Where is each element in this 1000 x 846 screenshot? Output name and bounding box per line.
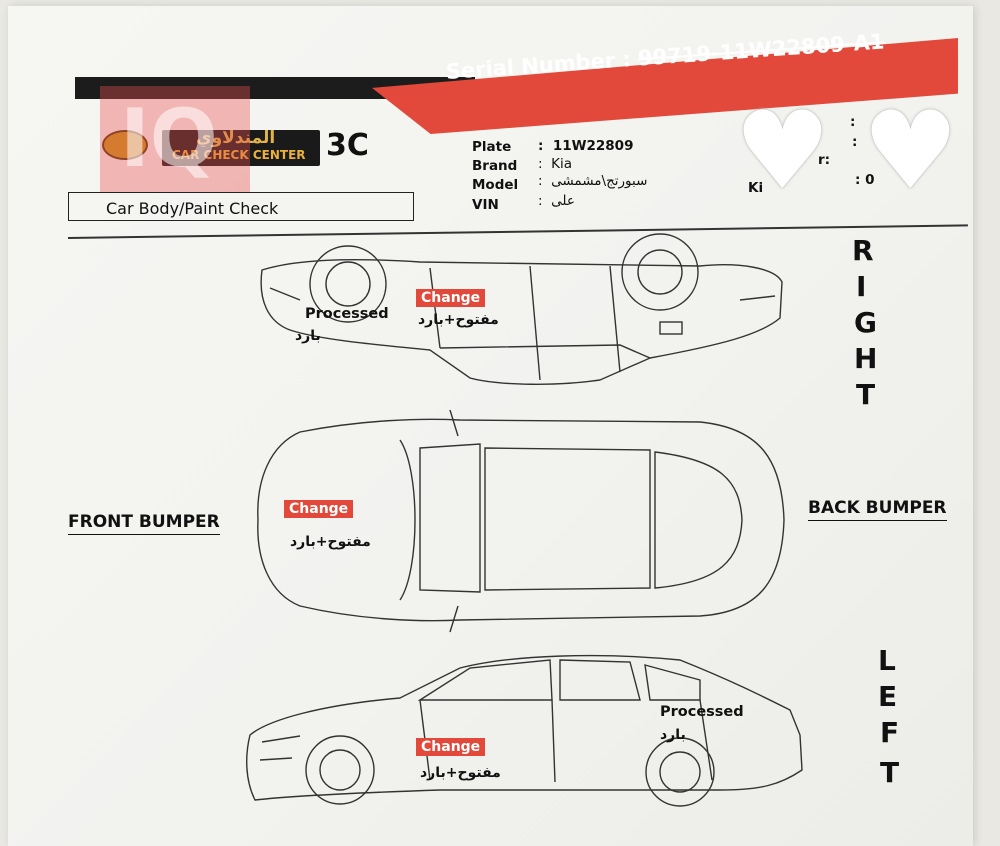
field-plate-label: Plate <box>472 139 512 155</box>
right-field-value-3: : 0 <box>855 172 875 188</box>
processed-label: Processed <box>660 704 744 720</box>
logo-english-name: CAR CHECK CENTER <box>172 148 306 162</box>
field-model-label: Model <box>472 177 519 193</box>
field-vin-label: VIN <box>472 197 499 213</box>
logo-emblem-icon <box>102 130 148 160</box>
change-tag: Change <box>416 289 486 307</box>
field-model-value: : سبورتج\مشمشى <box>538 173 648 189</box>
watermark-text: IQ <box>120 92 218 185</box>
field-brand-value: : Kia <box>538 156 573 172</box>
front-bumper-label: FRONT BUMPER <box>68 512 220 535</box>
left-letter: E <box>878 680 898 713</box>
left-letter: L <box>878 644 896 677</box>
right-field-label-1: er <box>788 118 804 134</box>
processed-label: Processed <box>305 306 389 322</box>
logo-box <box>162 130 320 166</box>
right-field-value-1: : <box>850 114 856 130</box>
processed-note: بارد <box>660 727 686 743</box>
change-note: مفتوح+بارد <box>420 765 501 781</box>
field-vin-value: : على <box>538 193 575 209</box>
left-letter: F <box>880 716 900 749</box>
section-box <box>68 192 414 221</box>
right-letter: H <box>854 342 878 375</box>
change-note: مفتوح+بارد <box>290 534 371 550</box>
logo-arabic-name: المندلاوي <box>196 128 276 148</box>
change-note: مفتوح+بارد <box>418 312 499 328</box>
right-field-label-3: Ki <box>748 180 764 196</box>
watermark: IQ <box>100 86 250 192</box>
heart-sticker-icon: ♥ <box>734 89 831 214</box>
right-letter: G <box>854 306 877 339</box>
field-brand-label: Brand <box>472 158 518 174</box>
top-view-car <box>257 409 785 633</box>
center-code: 3C <box>326 128 369 163</box>
field-plate-value: : 11W22809 <box>538 138 634 154</box>
right-letter: I <box>856 270 867 303</box>
left-side-car <box>246 654 803 807</box>
change-tag: Change <box>416 738 486 756</box>
heart-sticker-icon: ♥ <box>862 89 959 214</box>
header-black-band <box>75 77 475 99</box>
change-tag: Change <box>284 500 354 518</box>
right-field-label-2: r: <box>818 152 831 168</box>
right-letter: R <box>852 234 874 267</box>
right-side-car <box>260 233 783 385</box>
left-letter: T <box>880 756 900 789</box>
processed-note: بارد <box>295 328 321 344</box>
right-field-value-2: : <box>852 134 858 150</box>
section-title: Car Body/Paint Check <box>106 199 279 218</box>
back-bumper-label: BACK BUMPER <box>808 498 947 521</box>
right-letter: T <box>856 378 876 411</box>
